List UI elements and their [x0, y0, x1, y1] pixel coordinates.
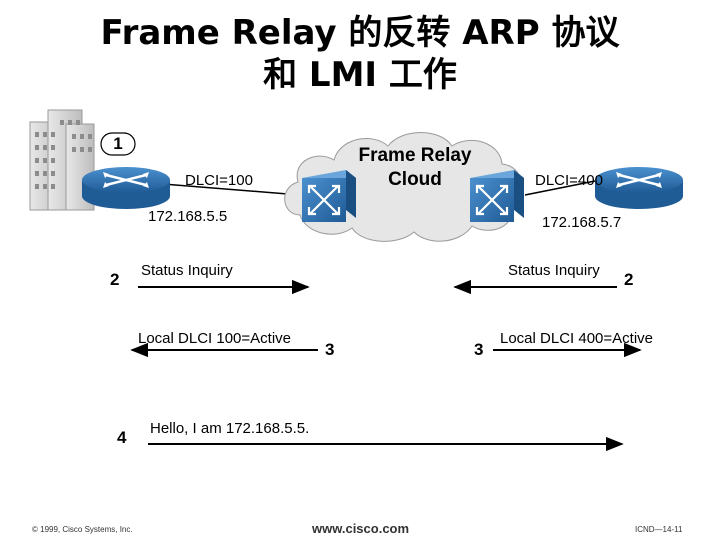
right-lmi-response-label: Local DLCI 400=Active — [500, 330, 654, 347]
left-dlci-label: DLCI=100 — [185, 172, 253, 189]
step-3-left-number: 3 — [325, 340, 335, 359]
step-3-right-number: 3 — [474, 340, 484, 359]
step-1-number: 1 — [113, 134, 123, 153]
left-ip-label: 172.168.5.5 — [148, 208, 228, 225]
cloud-label-line-1: Frame Relay — [358, 145, 472, 166]
website-url: www.cisco.com — [312, 521, 410, 536]
right-router-icon — [595, 167, 683, 209]
left-lmi-response-label: Local DLCI 100=Active — [138, 330, 292, 347]
title-line-2: 和 LMI 工作 — [263, 55, 457, 95]
step-4-number: 4 — [117, 428, 127, 447]
hello-message-label: Hello, I am 172.168.5.5. — [150, 420, 310, 437]
right-ip-label: 172.168.5.7 — [542, 214, 622, 231]
step-2-left-number: 2 — [110, 270, 120, 289]
step-1-badge — [100, 132, 136, 156]
page-number: ICND—14-11 — [635, 525, 683, 534]
right-frame-relay-switch-icon — [470, 170, 524, 222]
slide-title: Frame Relay 的反转 ARP 协议 和 LMI 工作 — [0, 12, 720, 96]
left-router-icon — [82, 167, 170, 209]
copyright-text: © 1999, Cisco Systems, Inc. — [32, 525, 133, 534]
step-2-right-number: 2 — [624, 270, 634, 289]
left-status-inquiry-label: Status Inquiry — [141, 262, 233, 279]
right-link — [524, 180, 596, 196]
title-line-1: Frame Relay 的反转 ARP 协议 — [100, 13, 620, 53]
left-frame-relay-switch-icon — [302, 170, 356, 222]
cloud-label: Frame Relay Cloud — [345, 144, 485, 192]
right-status-inquiry-label: Status Inquiry — [508, 262, 600, 279]
cloud-label-line-2: Cloud — [388, 169, 442, 190]
right-dlci-label: DLCI=400 — [535, 172, 603, 189]
